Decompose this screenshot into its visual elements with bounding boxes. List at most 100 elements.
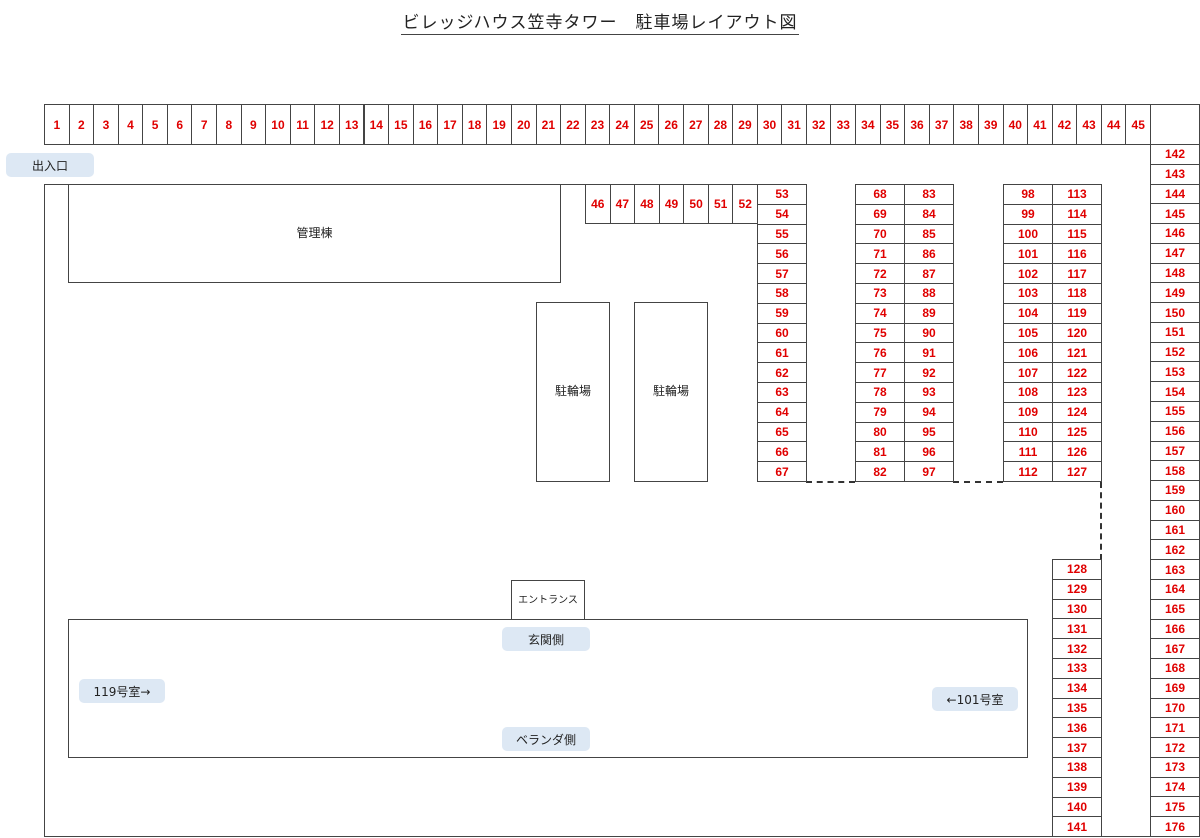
parking-space-88: 88	[904, 283, 954, 304]
parking-space-61: 61	[757, 342, 807, 364]
parking-space-63: 63	[757, 382, 807, 403]
parking-space-164: 164	[1150, 578, 1200, 600]
parking-space-55: 55	[757, 223, 807, 245]
parking-space-81: 81	[855, 441, 905, 463]
parking-space-158: 158	[1150, 460, 1200, 482]
parking-space-10: 10	[265, 104, 291, 145]
parking-space-69: 69	[855, 203, 905, 225]
parking-space-174: 174	[1150, 776, 1200, 798]
parking-space-124: 124	[1052, 401, 1102, 423]
parking-space-111: 111	[1003, 441, 1053, 463]
parking-space-31: 31	[781, 104, 807, 145]
apartment-building	[68, 619, 1028, 758]
veranda-side-label: ベランダ側	[502, 727, 590, 751]
parking-space-131: 131	[1052, 618, 1102, 640]
parking-space-23: 23	[584, 104, 611, 145]
page-title: ビレッジハウス笠寺タワー 駐車場レイアウト図	[400, 13, 800, 35]
parking-space-8: 8	[216, 104, 242, 145]
parking-space-71: 71	[855, 243, 905, 265]
parking-space-85: 85	[904, 223, 954, 245]
lot-boundary-left	[44, 184, 46, 836]
parking-space-169: 169	[1150, 677, 1200, 699]
parking-space-129: 129	[1052, 578, 1102, 600]
parking-space-159: 159	[1150, 480, 1200, 501]
parking-space-64: 64	[757, 401, 807, 423]
parking-space-153: 153	[1150, 361, 1200, 383]
parking-space-176: 176	[1150, 816, 1200, 837]
parking-space-106: 106	[1003, 342, 1053, 364]
parking-space-127: 127	[1052, 461, 1102, 482]
parking-space-94: 94	[904, 401, 954, 423]
parking-space-99: 99	[1003, 203, 1053, 225]
parking-space-41: 41	[1027, 104, 1053, 145]
parking-space-14: 14	[363, 104, 390, 145]
parking-space-21: 21	[535, 104, 562, 145]
bicycle-parking-1	[536, 302, 610, 482]
entrance-exit-label: 出入口	[6, 153, 94, 177]
parking-space-33: 33	[830, 104, 857, 145]
parking-space-141: 141	[1052, 816, 1102, 838]
parking-space-22: 22	[560, 104, 586, 145]
parking-space-79: 79	[855, 401, 905, 423]
parking-space-47: 47	[609, 184, 636, 224]
parking-space-109: 109	[1003, 401, 1053, 423]
front-side-label: 玄関側	[502, 627, 590, 651]
parking-space-97: 97	[904, 461, 954, 482]
parking-space-160: 160	[1150, 499, 1200, 521]
parking-space-143: 143	[1150, 163, 1200, 185]
parking-space-78: 78	[855, 382, 905, 403]
parking-space-107: 107	[1003, 362, 1053, 383]
parking-space-36: 36	[904, 104, 930, 145]
parking-space-49: 49	[658, 184, 685, 224]
parking-space-43: 43	[1076, 104, 1102, 145]
parking-space-147: 147	[1150, 242, 1200, 264]
parking-space-4: 4	[117, 104, 144, 145]
parking-space-1: 1	[44, 104, 70, 145]
parking-space-113: 113	[1052, 184, 1102, 205]
parking-space-146: 146	[1150, 223, 1200, 244]
parking-space-75: 75	[855, 322, 905, 344]
lot-boundary-bottom	[44, 836, 1200, 838]
parking-space-98: 98	[1003, 184, 1053, 205]
parking-space-56: 56	[757, 243, 807, 265]
parking-space-3: 3	[93, 104, 119, 145]
parking-space-148: 148	[1150, 262, 1200, 284]
room-101-label: ←101号室	[932, 687, 1018, 711]
parking-space-168: 168	[1150, 658, 1200, 679]
parking-space-45: 45	[1125, 104, 1151, 145]
parking-space-90: 90	[904, 322, 954, 344]
parking-space-140: 140	[1052, 796, 1102, 818]
parking-space-32: 32	[805, 104, 832, 145]
parking-space-150: 150	[1150, 302, 1200, 323]
parking-space-65: 65	[757, 421, 807, 443]
parking-space-19: 19	[486, 104, 512, 145]
parking-space-57: 57	[757, 263, 807, 284]
parking-space-44: 44	[1100, 104, 1127, 145]
parking-space-80: 80	[855, 421, 905, 443]
parking-space-46: 46	[585, 184, 611, 224]
parking-space-16: 16	[412, 104, 439, 145]
parking-space-123: 123	[1052, 382, 1102, 403]
parking-space-118: 118	[1052, 283, 1102, 304]
parking-space-77: 77	[855, 362, 905, 383]
parking-space-37: 37	[928, 104, 955, 145]
parking-space-149: 149	[1150, 282, 1200, 304]
parking-space-138: 138	[1052, 757, 1102, 778]
parking-space-40: 40	[1002, 104, 1029, 145]
parking-space-103: 103	[1003, 283, 1053, 304]
parking-space-53: 53	[757, 184, 807, 205]
parking-space-133: 133	[1052, 658, 1102, 679]
parking-space-108: 108	[1003, 382, 1053, 403]
bicycle-parking-2	[634, 302, 708, 482]
bicycle-parking-1-label: 駐輪場	[554, 383, 591, 398]
entrance-label: エントランス	[518, 594, 578, 606]
parking-space-6: 6	[166, 104, 193, 145]
parking-space-110: 110	[1003, 421, 1053, 443]
parking-space-76: 76	[855, 342, 905, 364]
parking-space-9: 9	[240, 104, 267, 145]
parking-space-51: 51	[707, 184, 734, 224]
parking-space-39: 39	[977, 104, 1004, 145]
parking-space-136: 136	[1052, 717, 1102, 739]
parking-space-24: 24	[609, 104, 635, 145]
parking-space-62: 62	[757, 362, 807, 383]
